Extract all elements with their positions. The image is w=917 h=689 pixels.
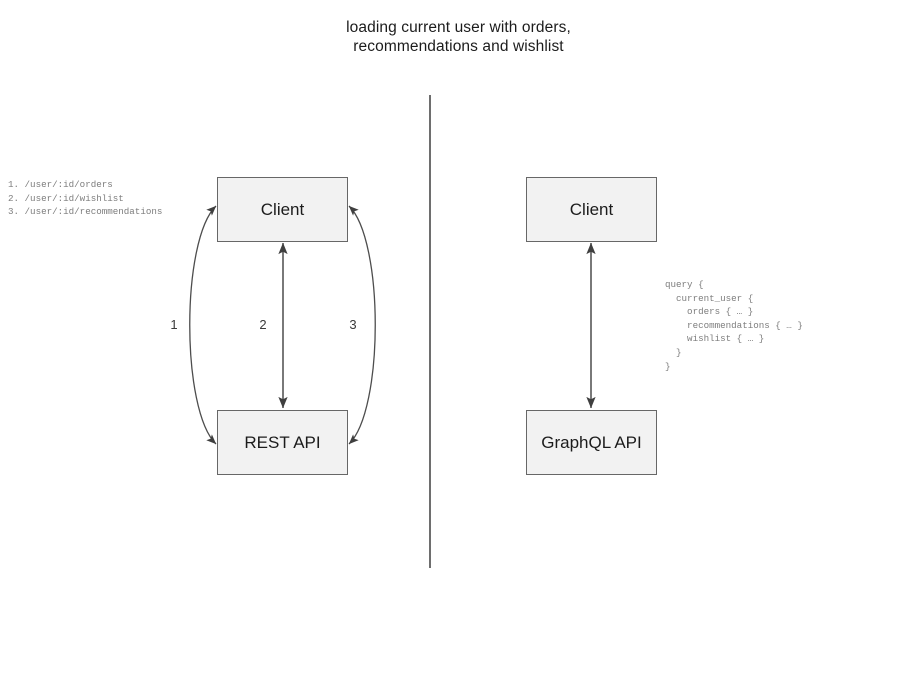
- node-rest-api[interactable]: REST API: [217, 410, 348, 475]
- node-client-graphql-label: Client: [569, 199, 614, 219]
- node-rest-api-label: REST API: [244, 432, 321, 452]
- arrow-1-orders: [189, 205, 217, 445]
- node-client-rest-label: Client: [260, 199, 305, 219]
- arrow-label-3: 3: [349, 317, 357, 332]
- arrow-3-recommendations: [348, 205, 376, 445]
- graphql-query-snippet: query { current_user { orders { … } reco…: [665, 279, 803, 372]
- page-title: loading current user with orders, recomm…: [0, 18, 917, 56]
- page-title-line-2: recommendations and wishlist: [353, 38, 564, 55]
- page-title-line-1: loading current user with orders,: [346, 19, 571, 36]
- rest-endpoints-list: 1. /user/:id/orders 2. /user/:id/wishlis…: [8, 179, 163, 218]
- panel-divider: [429, 95, 431, 568]
- node-graphql-api-label: GraphQL API: [541, 432, 642, 452]
- node-client-graphql[interactable]: Client: [526, 177, 657, 242]
- arrow-label-1: 1: [170, 317, 178, 332]
- node-graphql-api[interactable]: GraphQL API: [526, 410, 657, 475]
- arrow-label-2: 2: [259, 317, 267, 332]
- node-client-rest[interactable]: Client: [217, 177, 348, 242]
